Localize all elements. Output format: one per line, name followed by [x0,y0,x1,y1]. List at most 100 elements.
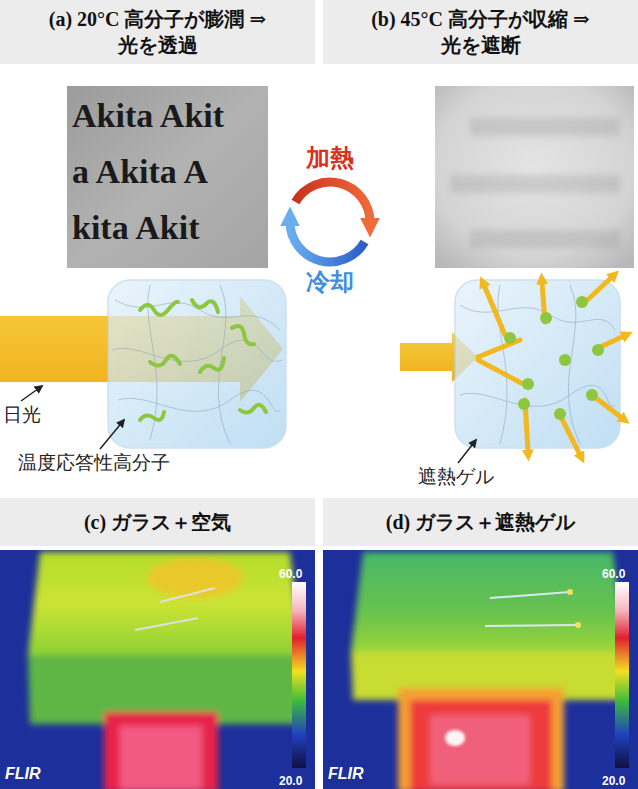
temperature-scale [292,582,306,768]
polymer-chain [192,300,218,312]
network-strand [460,305,615,330]
gel-block [108,280,286,448]
swollen-polymers [140,300,266,420]
faint-letter-row [470,118,620,136]
wire [485,625,578,626]
sunlight-label: 日光 [3,404,41,425]
heating-arrow [295,182,370,222]
warm-lid [28,552,302,655]
heating-label: 加熱 [306,145,354,171]
polymer-chain [140,412,164,420]
wire [135,618,198,630]
wire-tip [567,589,573,595]
polymer-globule [540,312,552,324]
cooling-label: 冷却 [306,269,354,295]
network-strand [115,300,280,330]
polymer-globule [518,398,530,410]
wire [160,588,215,602]
hot-box [104,712,218,789]
thermal-image [323,550,638,789]
cool-lid [351,552,625,652]
clear-gel-photo [67,86,268,268]
label-anchor: FLIR [5,764,41,783]
label-anchor: Akita Akit [72,96,224,137]
polymer-label: 温度応答性高分子 [18,452,170,473]
label-anchor: 60.0 [602,564,625,582]
scattered-light [478,277,624,455]
scale-min: 20.0 [602,774,625,788]
thermal-background [323,550,638,789]
header-band: (d) ガラス＋遮熱ゲル [323,498,638,546]
header-band: (b) 45°C 高分子が収縮 ⇒光を遮断 [323,0,638,64]
scatter-arrow [484,285,505,335]
hot-box [410,700,552,789]
label-anchor: kita Akit [72,208,200,249]
faint-letters [450,118,620,248]
header-band: (c) ガラス＋空気 [0,498,315,546]
wire-tip [575,622,581,628]
network-strand [568,285,580,444]
polymer-globule [522,378,534,390]
wire [490,592,570,598]
photo-text: kita Akit [72,209,200,246]
cooling-arrow [290,222,365,262]
scale-max: 60.0 [602,567,625,581]
label-anchor: a Akita A [72,152,208,193]
polymer-chain [232,326,254,344]
polymer-network [112,285,282,444]
camera-logo: FLIR [5,765,41,782]
network-strand [460,385,615,406]
leader-line [21,386,42,401]
label-anchor: 温度応答性高分子 [18,452,170,475]
photo-text: a Akita A [72,153,208,190]
leader-line [100,420,124,449]
thermal-background [0,550,315,789]
photo-text: Akita Akit [72,97,224,134]
faint-letter-row [450,175,620,193]
opaque-gel-photo [435,86,634,268]
camera-logo: FLIR [328,765,364,782]
thermal-image [0,550,315,789]
polymer-chain [150,356,180,366]
scale-max: 60.0 [279,567,302,581]
hot-box-rim [398,688,564,789]
hot-box-core [430,715,530,785]
label-anchor: 20.0 [602,771,625,789]
network-strand [498,285,507,444]
hot-box-core [120,726,202,789]
scatter-arrow [560,415,580,455]
polymer-globule [559,354,571,366]
label-anchor: FLIR [328,764,364,783]
network-strand [112,340,282,361]
thermal-shapes [351,552,625,789]
thermal-shapes [28,552,302,789]
polymer-globule [554,408,566,420]
polymer-chain [140,302,178,315]
panel-heading: (a) 20°C 高分子が膨潤 ⇒光を透過 [38,6,278,58]
polymer-globule [504,332,516,344]
label-anchor: 遮熱ゲル [418,466,494,489]
faint-letter-row [470,230,620,248]
leader-line [458,440,476,463]
polymer-chain [240,405,266,413]
polymer-globule [586,389,598,401]
panel-heading: (c) ガラス＋空気 [8,509,308,535]
gel-label: 遮熱ゲル [418,466,494,487]
polymer-chain [200,358,224,372]
scale-min: 20.0 [279,774,302,788]
scatter-arrow [478,360,525,385]
header-band: (a) 20°C 高分子が膨潤 ⇒光を透過 [0,0,315,64]
label-anchor: 20.0 [279,771,302,789]
hot-spot [147,558,243,598]
sensor-spot [445,730,465,746]
label-anchor: 冷却 [306,268,354,297]
label-anchor: 60.0 [279,564,302,582]
panel-heading: (d) ガラス＋遮熱ゲル [331,509,631,535]
gel-block [455,280,620,448]
polymer-network [460,285,615,444]
shrunk-polymers [504,296,604,420]
label-anchor: 日光 [3,404,41,427]
polymer-globule [592,344,604,356]
label-anchor: 加熱 [306,144,354,173]
